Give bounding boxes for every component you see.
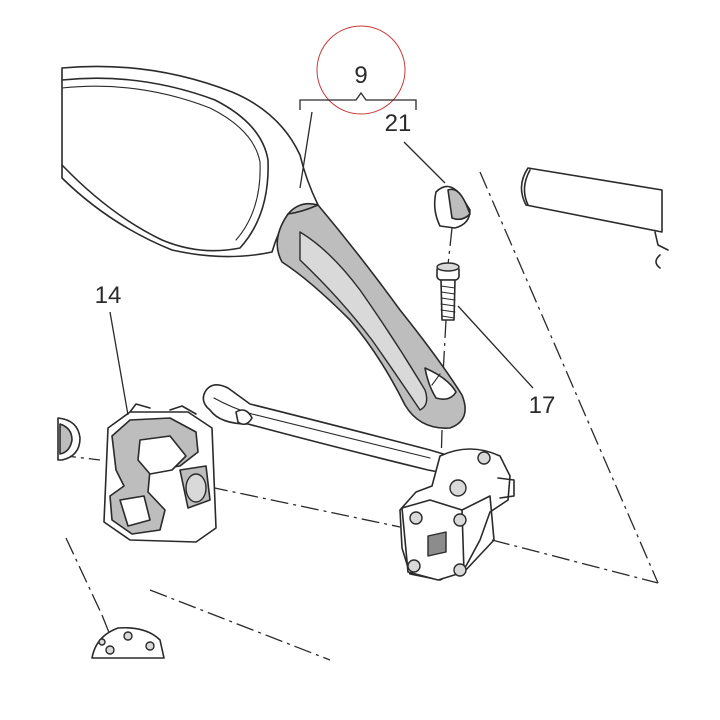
- leader-14: [109, 311, 129, 416]
- bracket-9: [299, 91, 417, 110]
- callout-17: 17: [457, 305, 556, 419]
- bottom-switch-part: [91, 626, 165, 659]
- review-highlight-circle: [316, 25, 406, 115]
- callout-21: 21: [385, 110, 446, 184]
- leader-17: [457, 305, 534, 389]
- callout-label-21: 21: [385, 110, 412, 137]
- mirror-screw: [436, 262, 460, 321]
- callout-9: 9: [299, 25, 417, 189]
- construction-lines: [57, 171, 659, 661]
- mirror-stem: [276, 202, 466, 429]
- brake-lever: [202, 384, 471, 479]
- brake-master-cylinder: [399, 448, 515, 581]
- leader-21: [403, 141, 446, 184]
- callout-label-9: 9: [354, 62, 367, 89]
- left-edge-part: [57, 417, 81, 461]
- callout-label-17: 17: [529, 392, 556, 419]
- clamp-cover: [103, 403, 217, 543]
- callout-label-14: 14: [95, 282, 122, 309]
- mirror-cap: [433, 185, 471, 229]
- handlebar-grip: [520, 167, 669, 269]
- leader-9: [299, 111, 313, 189]
- callout-14: 14: [95, 282, 129, 416]
